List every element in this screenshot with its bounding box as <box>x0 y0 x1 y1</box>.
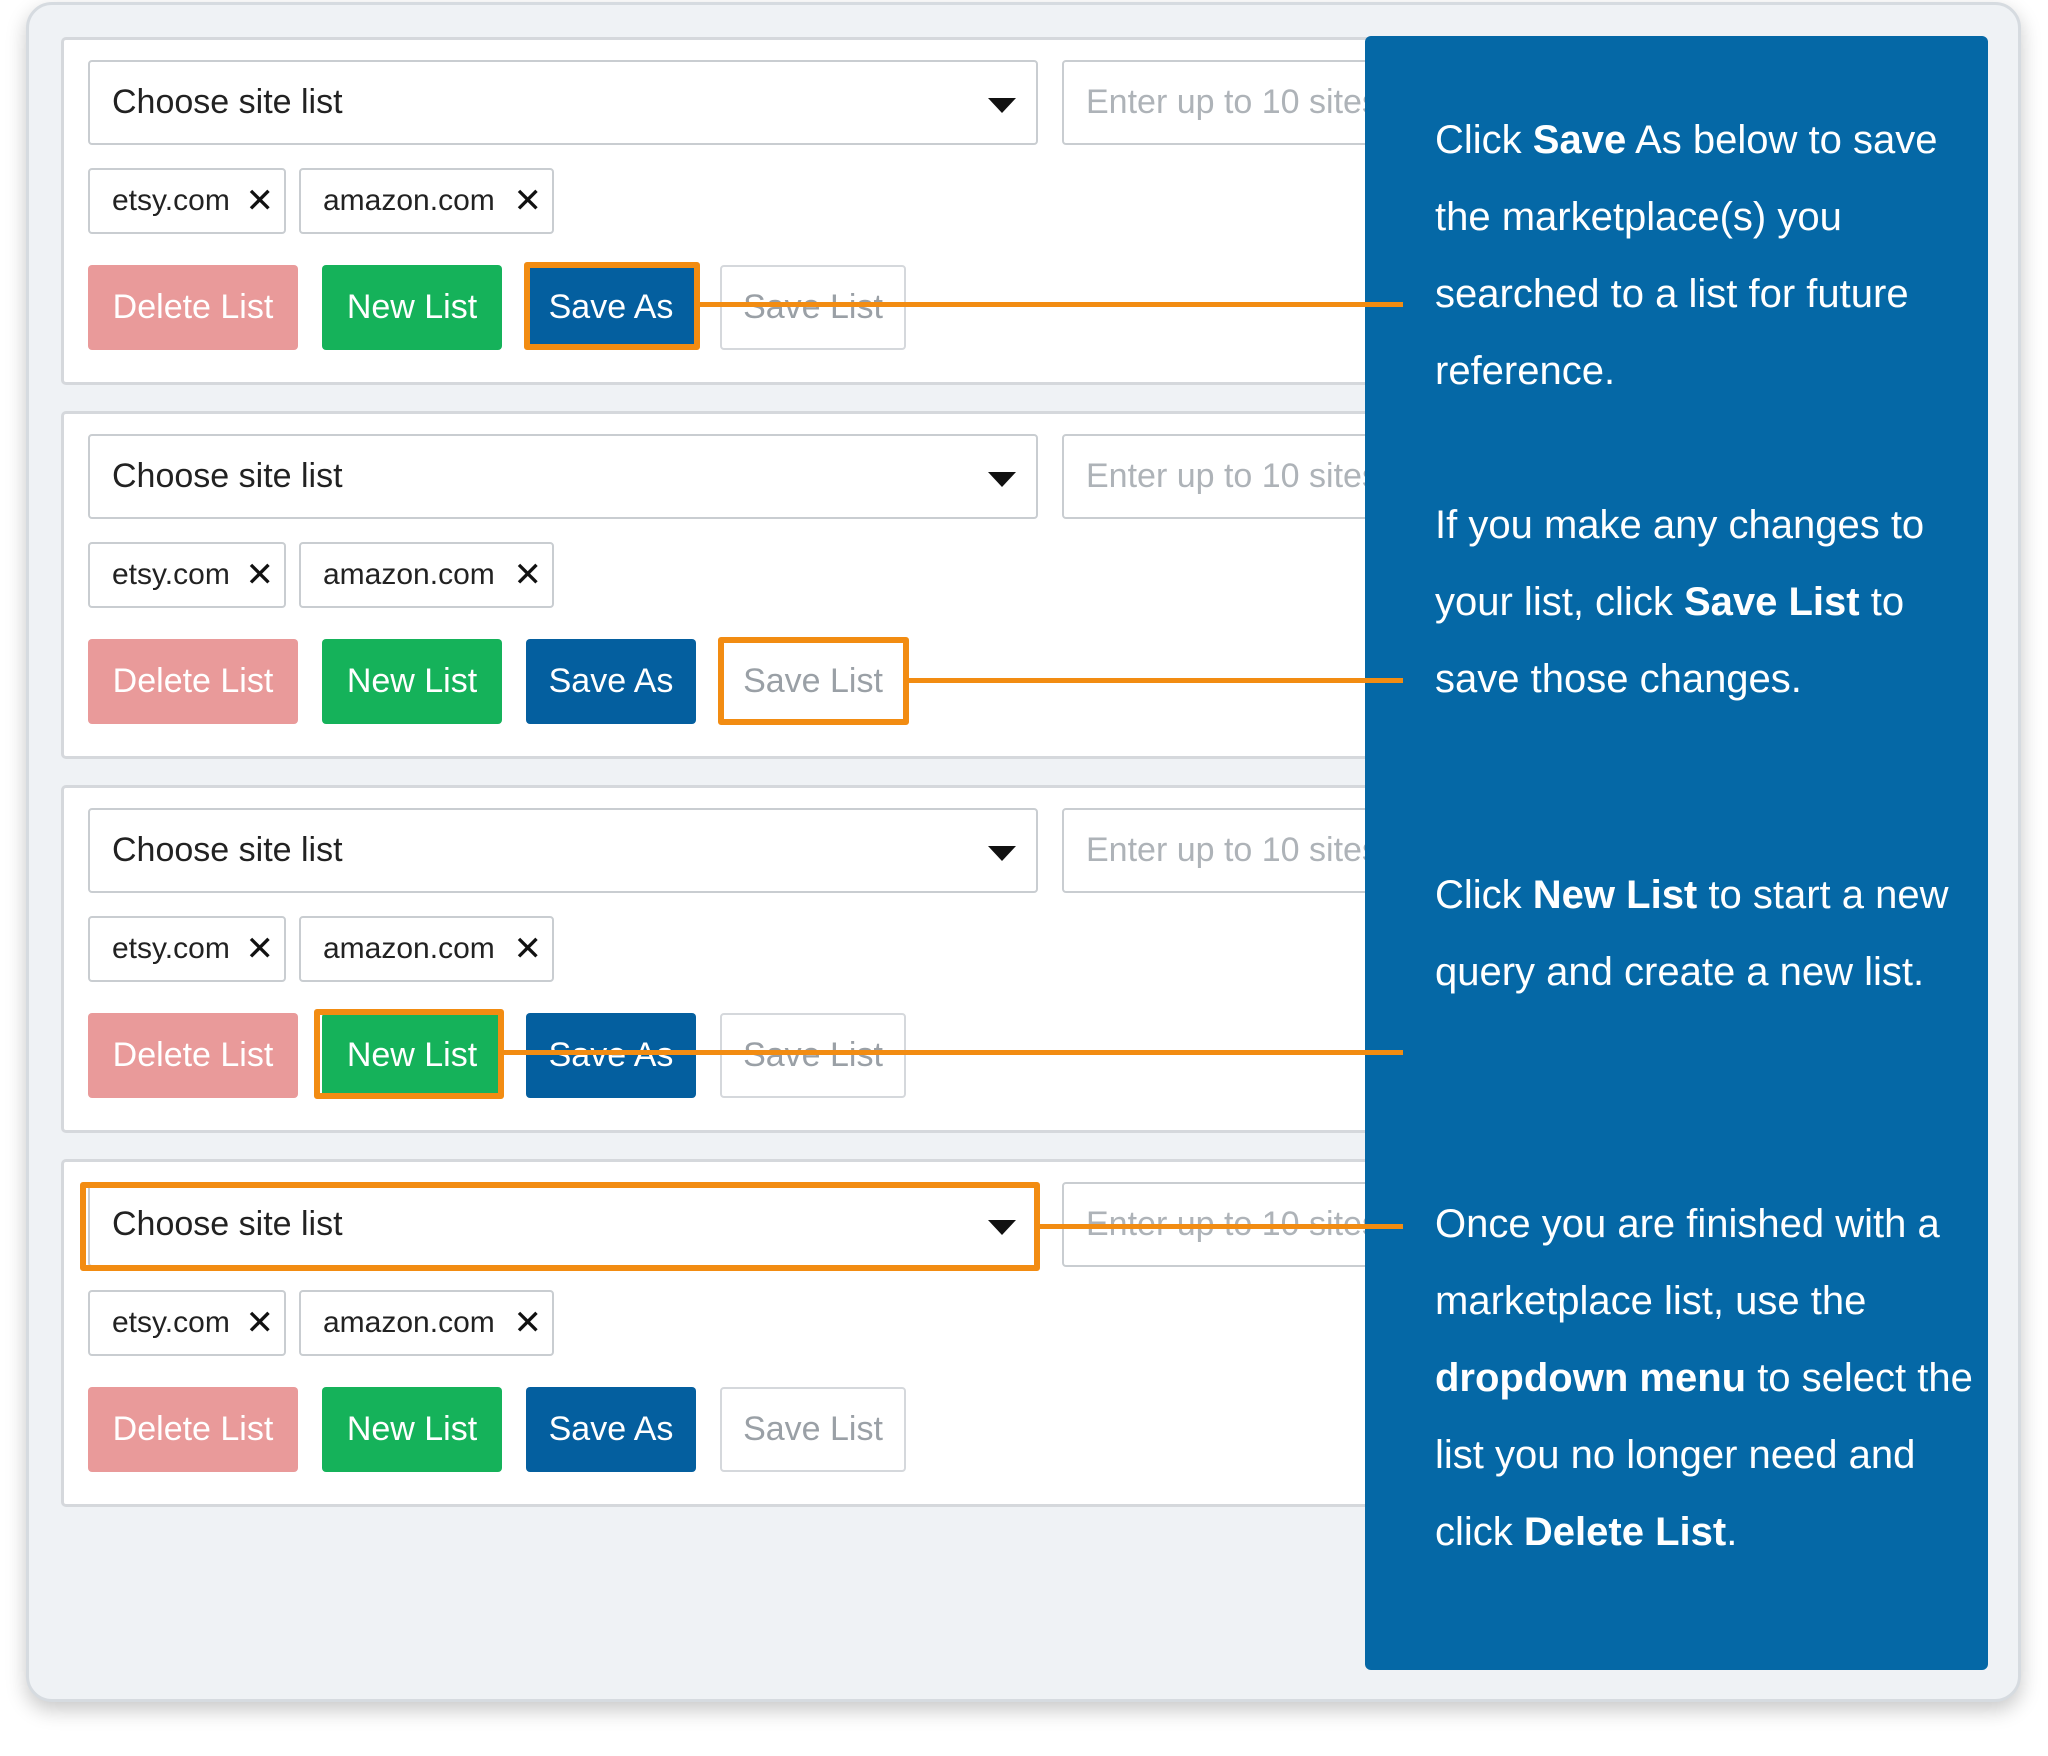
close-icon[interactable]: ✕ <box>513 1304 543 1342</box>
site-list-panel-3: Choose site list Enter up to 10 sites et… <box>61 785 1501 1133</box>
site-list-dropdown[interactable]: Choose site list <box>88 60 1038 145</box>
callout-connector-save-as <box>697 302 1403 307</box>
chevron-down-icon <box>988 98 1016 113</box>
chip-label: amazon.com <box>323 558 495 591</box>
save-list-button[interactable]: Save List <box>720 1013 906 1098</box>
chip-label: etsy.com <box>112 184 230 217</box>
site-chip-etsy: etsy.com ✕ <box>88 1290 286 1356</box>
callout-delete-list: Once you are finished with a marketplace… <box>1435 1202 1973 1554</box>
chevron-down-icon <box>988 846 1016 861</box>
site-list-panel-1: Choose site list Enter up to 10 sites et… <box>61 37 1501 385</box>
site-chip-etsy: etsy.com ✕ <box>88 542 286 608</box>
save-as-button[interactable]: Save As <box>526 1387 696 1472</box>
save-list-button[interactable]: Save List <box>720 639 906 724</box>
new-list-button[interactable]: New List <box>322 265 502 350</box>
save-as-button[interactable]: Save As <box>526 265 696 350</box>
site-list-dropdown[interactable]: Choose site list <box>88 434 1038 519</box>
chip-label: amazon.com <box>323 932 495 965</box>
callout-save-list: If you make any changes to your list, cl… <box>1435 503 1925 701</box>
dropdown-label: Choose site list <box>112 831 343 869</box>
save-list-button[interactable]: Save List <box>720 1387 906 1472</box>
site-list-panel-2: Choose site list Enter up to 10 sites et… <box>61 411 1501 759</box>
chip-label: etsy.com <box>112 932 230 965</box>
site-list-dropdown[interactable]: Choose site list <box>88 808 1038 893</box>
new-list-button[interactable]: New List <box>322 1013 502 1098</box>
delete-list-button[interactable]: Delete List <box>88 1387 298 1472</box>
close-icon[interactable]: ✕ <box>513 556 543 594</box>
close-icon[interactable]: ✕ <box>245 182 275 220</box>
chevron-down-icon <box>988 472 1016 487</box>
callout-connector-new-list <box>502 1050 1403 1055</box>
chip-label: etsy.com <box>112 558 230 591</box>
site-list-panel-4: Choose site list Enter up to 10 sites et… <box>61 1159 1501 1507</box>
site-chip-amazon: amazon.com ✕ <box>299 1290 554 1356</box>
close-icon[interactable]: ✕ <box>245 930 275 968</box>
site-chip-etsy: etsy.com ✕ <box>88 916 286 982</box>
close-icon[interactable]: ✕ <box>245 1304 275 1342</box>
new-list-button[interactable]: New List <box>322 1387 502 1472</box>
site-chip-amazon: amazon.com ✕ <box>299 168 554 234</box>
callout-new-list: Click New List to start a new query and … <box>1435 873 1949 994</box>
delete-list-button[interactable]: Delete List <box>88 1013 298 1098</box>
callout-save-as: Click Save As below to save the marketpl… <box>1435 118 1938 393</box>
save-as-button[interactable]: Save As <box>526 1013 696 1098</box>
chip-label: amazon.com <box>323 1306 495 1339</box>
instructions-panel: Click Save As below to save the marketpl… <box>1365 36 1988 1670</box>
chevron-down-icon <box>988 1220 1016 1235</box>
dropdown-label: Choose site list <box>112 83 343 121</box>
close-icon[interactable]: ✕ <box>513 930 543 968</box>
dropdown-label: Choose site list <box>112 457 343 495</box>
chip-label: amazon.com <box>323 184 495 217</box>
delete-list-button[interactable]: Delete List <box>88 265 298 350</box>
close-icon[interactable]: ✕ <box>513 182 543 220</box>
callout-connector-save-list <box>904 678 1403 683</box>
site-list-dropdown[interactable]: Choose site list <box>88 1182 1038 1267</box>
site-chip-etsy: etsy.com ✕ <box>88 168 286 234</box>
delete-list-button[interactable]: Delete List <box>88 639 298 724</box>
save-as-button[interactable]: Save As <box>526 639 696 724</box>
new-list-button[interactable]: New List <box>322 639 502 724</box>
save-list-button[interactable]: Save List <box>720 265 906 350</box>
dropdown-label: Choose site list <box>112 1205 343 1243</box>
site-chip-amazon: amazon.com ✕ <box>299 916 554 982</box>
close-icon[interactable]: ✕ <box>245 556 275 594</box>
site-chip-amazon: amazon.com ✕ <box>299 542 554 608</box>
chip-label: etsy.com <box>112 1306 230 1339</box>
callout-connector-dropdown <box>1038 1224 1403 1229</box>
